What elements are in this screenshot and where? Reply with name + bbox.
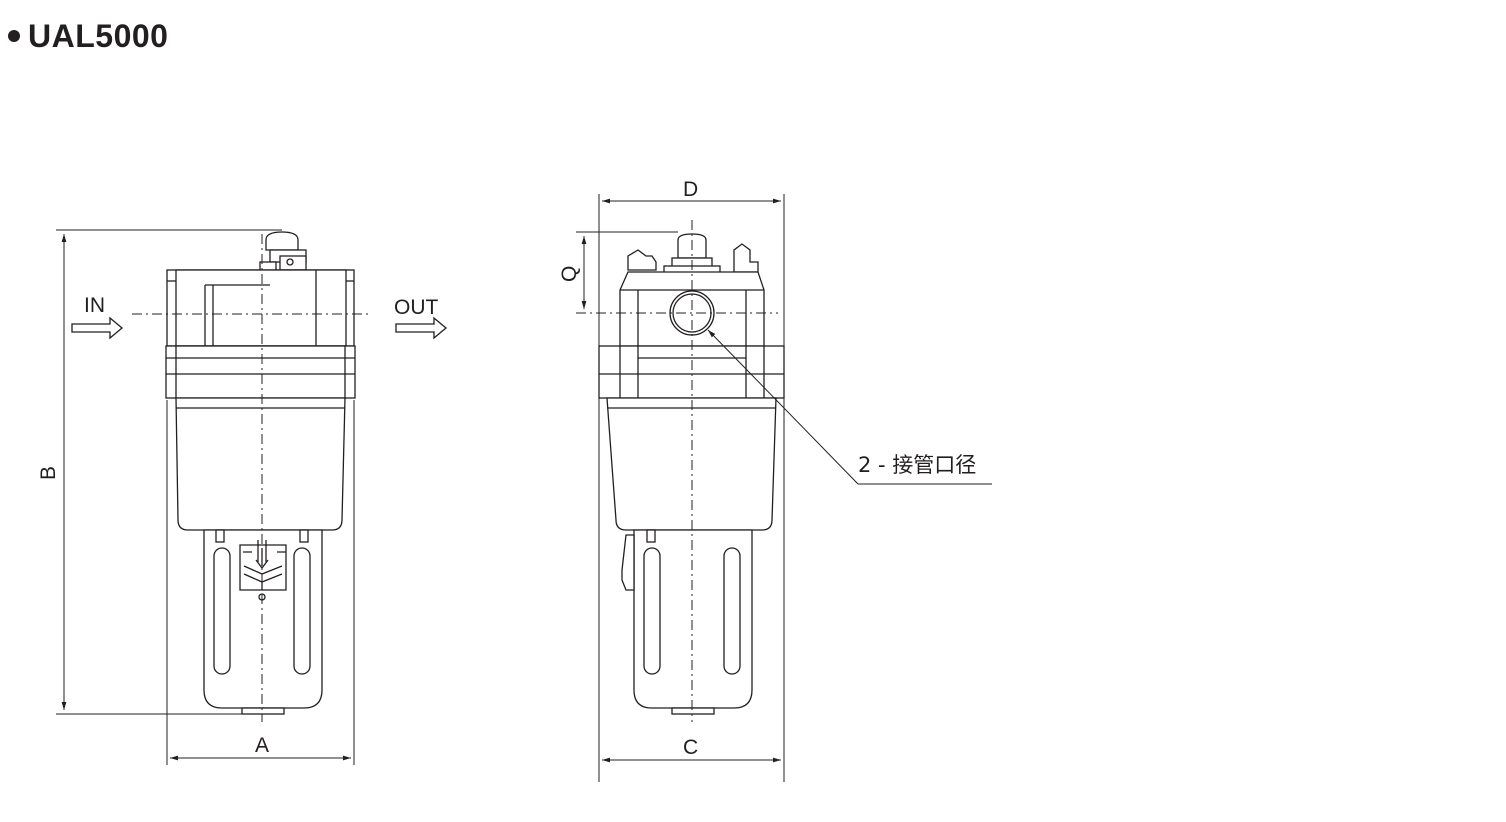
title-bullet xyxy=(8,29,20,42)
dimension-q-label: Q xyxy=(558,266,581,282)
port-callout-label: 2 - 接管口径 xyxy=(858,453,976,477)
page-title: UAL5000 xyxy=(8,14,168,58)
dimension-b xyxy=(56,229,282,715)
dimension-q xyxy=(576,231,678,309)
side-left-clip xyxy=(627,249,657,271)
side-view xyxy=(576,194,992,782)
front-upper-body xyxy=(166,269,355,347)
dimension-a-label: A xyxy=(255,734,269,757)
in-label: IN xyxy=(84,294,105,317)
side-bowl-guard xyxy=(621,529,753,715)
front-flange xyxy=(165,345,356,399)
port-leader-line xyxy=(707,329,992,485)
in-arrow-icon xyxy=(71,316,124,340)
title-text: UAL5000 xyxy=(28,18,169,54)
dimension-d-label: D xyxy=(683,178,698,201)
out-label: OUT xyxy=(394,296,439,319)
front-bowl xyxy=(175,397,346,531)
dimension-b-label: B xyxy=(37,466,60,480)
dimension-c xyxy=(598,398,785,782)
side-flange xyxy=(598,345,785,399)
out-arrow-icon xyxy=(395,316,448,340)
front-bowl-guard xyxy=(203,529,323,715)
front-view xyxy=(56,229,448,765)
front-oil-plug xyxy=(259,231,307,285)
dimension-a xyxy=(166,400,355,765)
side-right-clip xyxy=(733,243,759,273)
dimension-d xyxy=(598,194,785,346)
dimension-c-label: C xyxy=(683,736,698,759)
